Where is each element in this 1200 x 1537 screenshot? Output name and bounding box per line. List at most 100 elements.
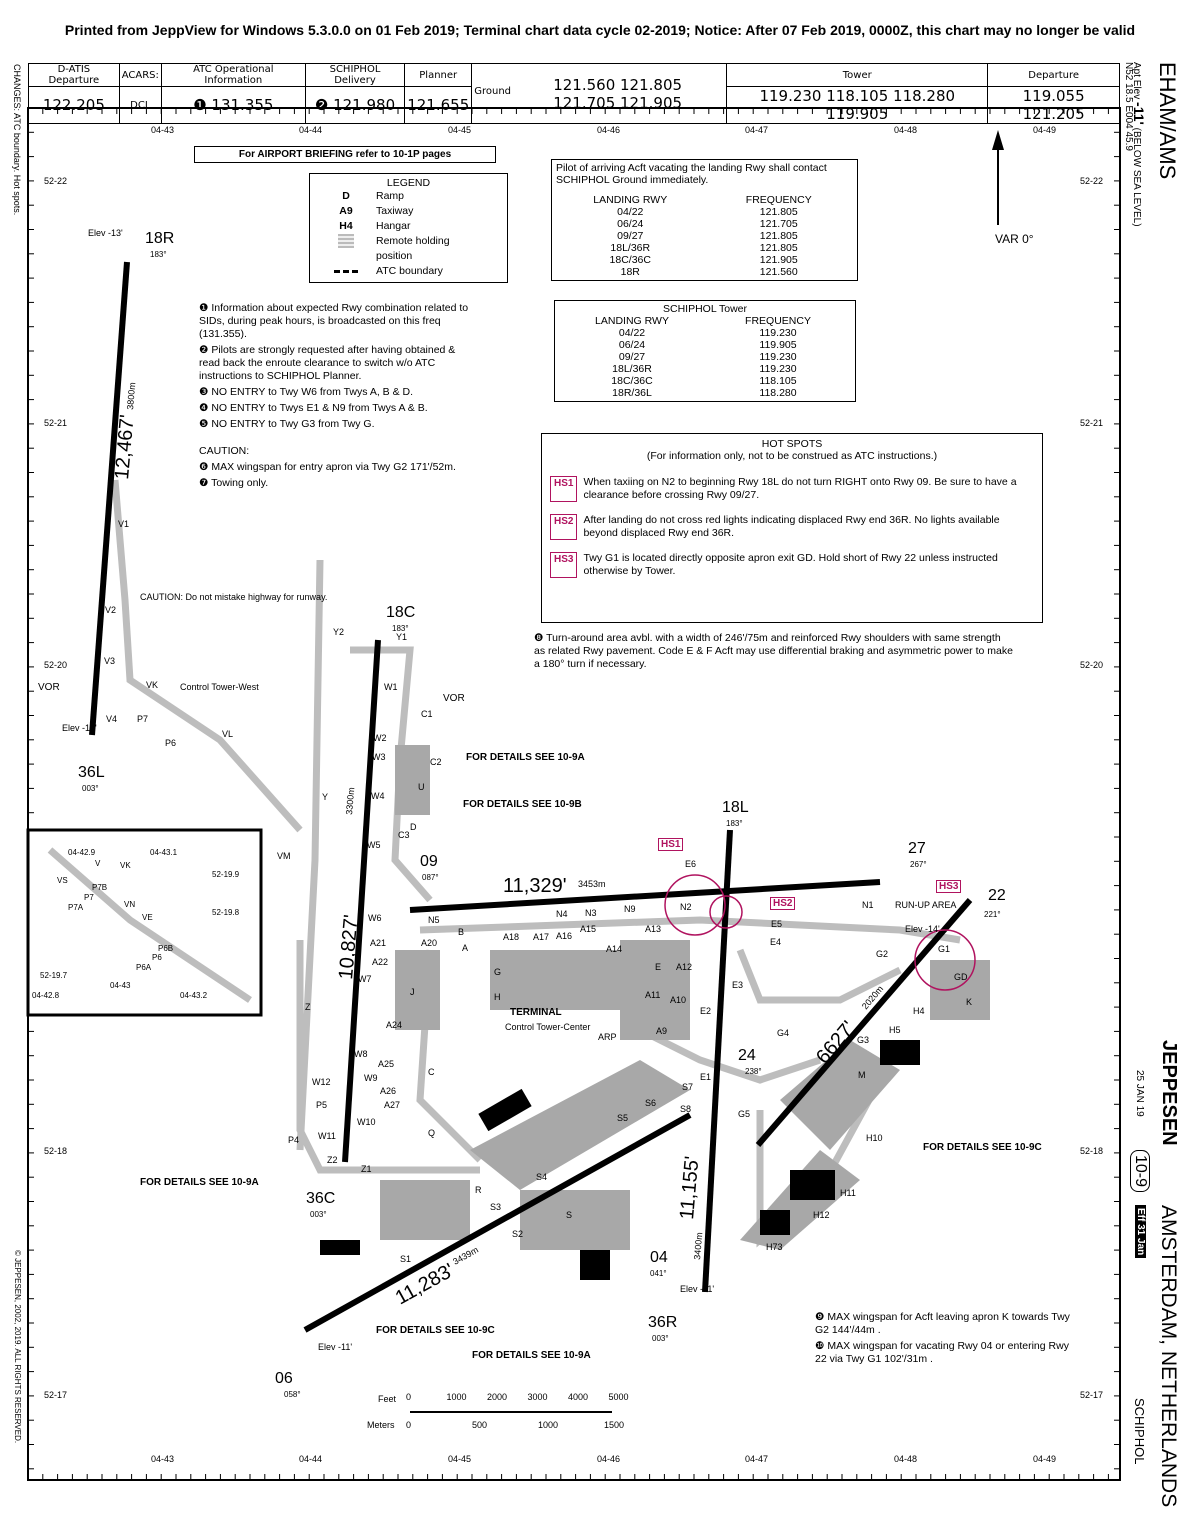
table-cell: 09/27 bbox=[618, 351, 646, 363]
taxiway-label: Y1 bbox=[396, 632, 407, 642]
elev-label: Elev -14' bbox=[905, 924, 940, 934]
legend-label: Ramp bbox=[376, 190, 405, 202]
taxiway-label: V4 bbox=[106, 714, 117, 724]
heading-36R: 003° bbox=[652, 1334, 669, 1343]
taxiway-label: G2 bbox=[876, 949, 888, 959]
heading-04: 041° bbox=[650, 1269, 667, 1278]
note-item: ❹ NO ENTRY to Twys E1 & N9 from Twys A &… bbox=[199, 402, 428, 414]
table-cell: 04/22 bbox=[618, 327, 646, 339]
elev-label: Elev -11' bbox=[318, 1342, 352, 1352]
longitude-label: 04-48 bbox=[894, 1454, 917, 1464]
taxiway-label: C bbox=[428, 1067, 435, 1077]
taxiway-label: G5 bbox=[738, 1109, 750, 1119]
note-item: ❶ Information about expected Rwy combina… bbox=[199, 302, 469, 340]
taxiway-label: N2 bbox=[680, 902, 692, 912]
latitude-label: 52-22 bbox=[44, 176, 67, 186]
inset-taxiway: VN bbox=[124, 900, 135, 909]
note-9: ❾ MAX wingspan for Acft leaving apron K … bbox=[815, 1311, 1070, 1336]
taxiway-label: G3 bbox=[857, 1035, 869, 1045]
caution-highway: CAUTION: Do not mistake highway for runw… bbox=[140, 592, 327, 602]
taxiway-label: W10 bbox=[357, 1117, 376, 1127]
taxiway-label: GD bbox=[954, 972, 968, 982]
taxiway-label: P4 bbox=[288, 1135, 299, 1145]
length-09: 11,329' bbox=[503, 875, 567, 897]
table-cell: 121.705 bbox=[759, 218, 798, 230]
taxiway-label: A13 bbox=[645, 924, 661, 934]
taxiway-label: S bbox=[566, 1210, 572, 1220]
taxiway-label: M bbox=[858, 1070, 866, 1080]
label-22: 22 bbox=[988, 887, 1006, 904]
inset-longitude: 04-43.1 bbox=[150, 848, 178, 857]
latitude-label: 52-20 bbox=[44, 660, 67, 670]
taxiway-label: E3 bbox=[732, 980, 743, 990]
taxiway-label: A27 bbox=[384, 1100, 400, 1110]
longitude-label: 04-47 bbox=[745, 1454, 768, 1464]
heading-09: 087° bbox=[422, 873, 439, 882]
legend-symbol: D bbox=[342, 190, 350, 202]
atc-ops-label: ATC Operational Information bbox=[160, 63, 306, 87]
table-cell: 18C/36C bbox=[609, 254, 651, 266]
taxiway-label: K bbox=[966, 997, 972, 1007]
legend-symbol bbox=[316, 234, 376, 264]
heading-18L: 183° bbox=[726, 819, 743, 828]
runway-09-27 bbox=[409, 879, 881, 913]
planner-label: Planner bbox=[404, 63, 473, 87]
latitude-label: 52-18 bbox=[44, 1146, 67, 1156]
latitude-label: 52-18 bbox=[1080, 1146, 1103, 1156]
hotspot-HS3: HS3 bbox=[936, 880, 962, 893]
hot-spot-circles bbox=[664, 874, 976, 991]
taxiway-label: A22 bbox=[372, 957, 388, 967]
details-9c-label: FOR DETAILS SEE 10-9C bbox=[923, 1142, 1042, 1153]
note-item: ❺ NO ENTRY to Twy G3 from Twy G. bbox=[199, 418, 375, 430]
print-header: Printed from JeppView for Windows 5.3.0.… bbox=[64, 22, 1136, 38]
effective-date: Eff 31 Jan bbox=[1135, 1205, 1146, 1259]
taxiway-label: H12 bbox=[813, 1210, 830, 1220]
table-cell: LANDING RWY bbox=[595, 315, 669, 327]
acars-label: ACARS: bbox=[118, 63, 162, 87]
label-18R: 18R bbox=[145, 230, 174, 247]
legend-symbol: H4 bbox=[339, 220, 353, 232]
taxiway-label: VM bbox=[277, 851, 291, 861]
heading-27: 267° bbox=[910, 860, 927, 869]
heading-06: 058° bbox=[284, 1390, 301, 1399]
elev-label: Elev -12' bbox=[62, 723, 97, 733]
datis-label: D-ATIS Departure bbox=[28, 63, 120, 87]
inset-taxiway: V bbox=[95, 859, 101, 868]
taxiway-label: E4 bbox=[770, 937, 781, 947]
changes-note: CHANGES: ATC boundary. Hot spots. bbox=[12, 64, 22, 216]
taxiway-label: C1 bbox=[421, 709, 433, 719]
table-cell: 18C/36C bbox=[611, 375, 653, 387]
longitude-label: 04-49 bbox=[1033, 1454, 1056, 1464]
table-cell: 18R/36L bbox=[612, 387, 652, 399]
atc-ops-freq: ❶ 131.355 bbox=[160, 86, 306, 124]
label-27: 27 bbox=[908, 840, 926, 857]
label-36L: 36L bbox=[78, 764, 105, 781]
taxiway-label: V1 bbox=[118, 519, 129, 529]
label-09: 09 bbox=[420, 853, 438, 870]
chart-date: 25 JAN 19 bbox=[1134, 1070, 1145, 1117]
hot-spots-title: HOT SPOTS bbox=[761, 438, 823, 450]
inset-longitude: 04-43 bbox=[110, 981, 131, 990]
table-cell: 18L/36R bbox=[610, 242, 651, 254]
taxiway-label: H10 bbox=[866, 1133, 883, 1143]
table-cell: 121.805 bbox=[759, 242, 798, 254]
length-18C-m: 3300m bbox=[344, 787, 356, 815]
chart-frame bbox=[27, 107, 1121, 1481]
taxiway-label: W4 bbox=[371, 791, 385, 801]
airport-coords: N52 18.5 E004 45.9 bbox=[1123, 62, 1134, 151]
planner-freq: 121.655 bbox=[404, 86, 473, 124]
heading-18C: 183° bbox=[392, 624, 409, 633]
taxiway-label: Z bbox=[305, 1002, 311, 1012]
inset-taxiway: P7B bbox=[92, 883, 107, 892]
taxiway-label: W6 bbox=[368, 913, 382, 923]
